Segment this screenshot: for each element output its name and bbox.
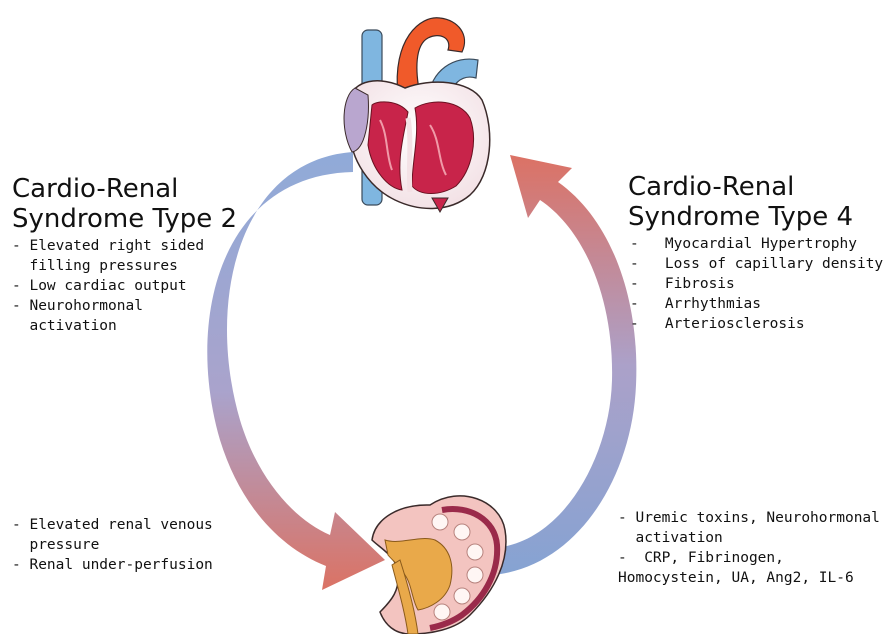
left-title-line2: Syndrome Type 2 — [12, 204, 237, 234]
list-item: - Neurohormonal — [12, 296, 204, 316]
list-item: - Myocardial Hypertrophy — [630, 234, 883, 254]
left-bullets: - Elevated right sided filling pressures… — [12, 236, 204, 336]
list-item: - Loss of capillary density — [630, 254, 883, 274]
list-item: activation — [12, 316, 204, 336]
right-arrow — [492, 155, 636, 575]
right-bottom-bullets: - Uremic toxins, Neurohormonal activatio… — [618, 508, 880, 588]
list-item: - Uremic toxins, Neurohormonal — [618, 508, 880, 528]
list-item: - Elevated renal venous — [12, 515, 213, 535]
left-title-line1: Cardio-Renal — [12, 174, 178, 204]
list-item: pressure — [12, 535, 213, 555]
kidney-illustration — [372, 496, 506, 634]
list-item: Homocystein, UA, Ang2, IL-6 — [618, 568, 880, 588]
left-bottom-bullets: - Elevated renal venous pressure - Renal… — [12, 515, 213, 575]
right-title-line1: Cardio-Renal — [628, 172, 794, 202]
list-item: - CRP, Fibrinogen, — [618, 548, 880, 568]
list-item: - Fibrosis — [630, 274, 883, 294]
list-item: - Renal under-perfusion — [12, 555, 213, 575]
right-bullets: - Myocardial Hypertrophy - Loss of capil… — [630, 234, 883, 334]
list-item: - Arteriosclerosis — [630, 314, 883, 334]
right-title-line2: Syndrome Type 4 — [628, 202, 853, 232]
list-item: filling pressures — [12, 256, 204, 276]
list-item: - Low cardiac output — [12, 276, 204, 296]
heart-illustration — [344, 18, 490, 212]
list-item: - Elevated right sided — [12, 236, 204, 256]
list-item: - Arrhythmias — [630, 294, 883, 314]
list-item: activation — [618, 528, 880, 548]
